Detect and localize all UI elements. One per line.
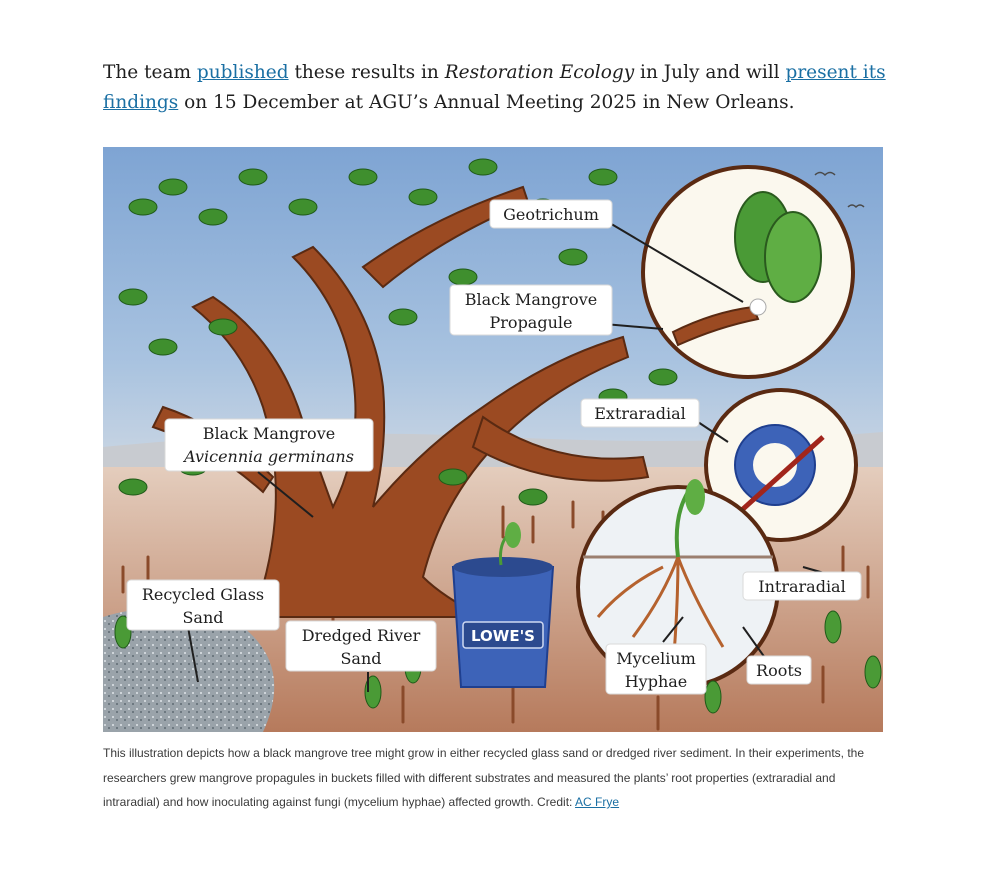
label-mangrove-line1: Black Mangrove (203, 424, 335, 443)
paragraph-text-3: in July and will (634, 62, 786, 83)
credit-link[interactable]: AC Frye (575, 795, 620, 809)
caption-text: This illustration depicts how a black ma… (103, 746, 865, 809)
label-intraradial: Intraradial (742, 571, 862, 601)
label-extraradial-text: Extraradial (594, 404, 686, 423)
figure-caption: This illustration depicts how a black ma… (103, 741, 888, 815)
label-river-line1: Dredged River (302, 626, 421, 645)
label-extraradial: Extraradial (580, 398, 700, 428)
journal-name: Restoration Ecology (444, 62, 635, 83)
label-geotrichum-text: Geotrichum (503, 205, 599, 224)
published-link[interactable]: published (196, 62, 289, 83)
bucket-brand-text: LOWE'S (471, 627, 535, 645)
label-black-mangrove: Black Mangrove Avicennia germinans (164, 418, 374, 472)
paragraph-text-4: on 15 December at AGU’s Annual Meeting 2… (178, 92, 795, 113)
article-paragraph: The team published these results in Rest… (103, 58, 893, 118)
label-glass-line1: Recycled Glass (142, 585, 264, 604)
extraradial-inset (704, 388, 858, 542)
propagule-inset (641, 165, 855, 379)
label-geotrichum: Geotrichum (489, 199, 613, 229)
birds (814, 171, 865, 209)
label-roots-text: Roots (756, 661, 802, 680)
label-mycelium-line2: Hyphae (625, 672, 688, 691)
label-mycelium-line1: Mycelium (616, 649, 696, 668)
label-dredged-river: Dredged River Sand (285, 620, 437, 672)
label-propagule: Black Mangrove Propagule (449, 284, 613, 336)
label-intraradial-text: Intraradial (758, 577, 845, 596)
paragraph-text-1: The team (103, 62, 197, 83)
label-propagule-line2: Propagule (490, 313, 573, 332)
label-propagule-line1: Black Mangrove (465, 290, 597, 309)
label-roots: Roots (746, 655, 812, 685)
label-recycled-glass: Recycled Glass Sand (126, 579, 280, 631)
paragraph-text-2: these results in (288, 62, 445, 83)
glass-sand-patch (103, 609, 275, 732)
illustration-svg: LOWE'S Geotrichum (103, 147, 883, 732)
label-glass-line2: Sand (182, 608, 223, 627)
label-mangrove-line2: Avicennia germinans (182, 447, 354, 466)
label-river-line2: Sand (340, 649, 381, 668)
mangrove-illustration: LOWE'S Geotrichum (103, 147, 883, 732)
findings-link[interactable]: present its findings (103, 62, 886, 113)
label-mycelium: Mycelium Hyphae (605, 643, 707, 695)
lowes-bucket: LOWE'S (451, 522, 555, 688)
